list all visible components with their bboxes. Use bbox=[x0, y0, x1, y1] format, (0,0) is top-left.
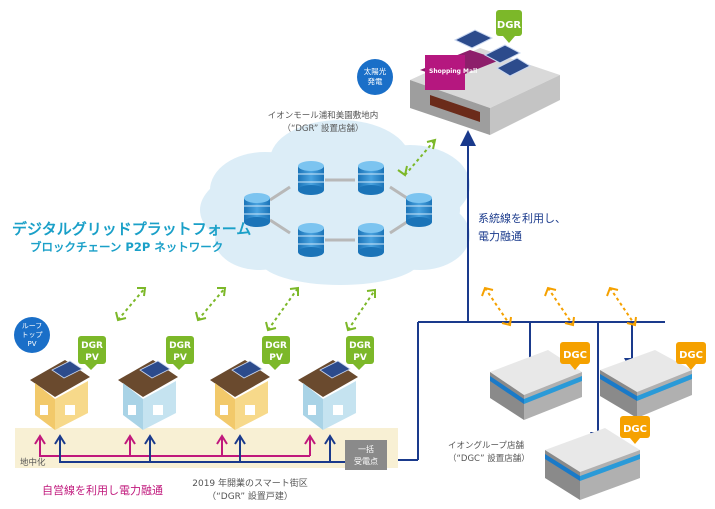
house-p2p-arrows bbox=[115, 286, 376, 332]
self-line-network bbox=[34, 434, 316, 457]
svg-text:PV: PV bbox=[27, 340, 36, 348]
svg-text:DGR: DGR bbox=[265, 341, 287, 351]
db-node-2 bbox=[298, 161, 324, 195]
house-grid-line bbox=[54, 434, 345, 463]
db-node-6 bbox=[358, 223, 384, 257]
svg-text:DGR: DGR bbox=[497, 20, 522, 31]
house-3 bbox=[210, 360, 270, 430]
platform-title: デジタルグリッドプラットフォーム bbox=[12, 220, 251, 238]
receiving-point: 一括 受電点 bbox=[345, 440, 387, 470]
house-2 bbox=[118, 360, 178, 430]
store-3-dgc-badge: DGC bbox=[620, 416, 650, 444]
svg-text:PV: PV bbox=[353, 353, 367, 363]
mall-dgr-badge: DGR bbox=[496, 10, 522, 43]
store-3 bbox=[545, 428, 640, 500]
grid-lines bbox=[390, 130, 665, 461]
house-1 bbox=[30, 360, 90, 430]
svg-text:トップ: トップ bbox=[22, 331, 43, 339]
mall-caption-line1: イオンモール浦和美園敷地内 bbox=[268, 110, 379, 121]
svg-text:DGR: DGR bbox=[169, 341, 191, 351]
svg-text:太陽光: 太陽光 bbox=[364, 66, 387, 76]
svg-text:DGR: DGR bbox=[349, 341, 371, 351]
store-1 bbox=[490, 350, 582, 420]
store-1-dgc-badge: DGC bbox=[560, 342, 590, 370]
db-node-4 bbox=[406, 193, 432, 227]
store-2 bbox=[600, 350, 692, 418]
svg-text:PV: PV bbox=[173, 353, 187, 363]
db-node-5 bbox=[298, 223, 324, 257]
store-2-dgc-badge: DGC bbox=[676, 342, 706, 370]
stores-caption-line2: （“DGC” 設置店舗） bbox=[448, 453, 530, 464]
grid-note-line2: 電力融通 bbox=[478, 230, 522, 243]
store-p2p-arrows bbox=[481, 286, 637, 327]
svg-text:PV: PV bbox=[85, 353, 99, 363]
svg-text:発電: 発電 bbox=[368, 77, 383, 86]
svg-text:DGC: DGC bbox=[563, 350, 587, 361]
svg-text:DGR: DGR bbox=[81, 341, 103, 351]
house-4-dgr-pv-badge: DGR PV bbox=[346, 336, 374, 370]
db-node-1 bbox=[244, 193, 270, 227]
svg-text:DGC: DGC bbox=[623, 424, 647, 435]
mall-sign: Shopping Mall bbox=[429, 68, 477, 75]
self-line-label: 自営線を利用し電力融通 bbox=[42, 483, 163, 497]
svg-text:ルーフ: ルーフ bbox=[22, 322, 43, 330]
solar-bubble: 太陽光 発電 bbox=[357, 59, 393, 95]
house-2-dgr-pv-badge: DGR PV bbox=[166, 336, 194, 370]
svg-text:受電点: 受電点 bbox=[354, 456, 378, 466]
svg-text:一括: 一括 bbox=[358, 444, 374, 454]
mall-cloud-p2p-arrow bbox=[397, 138, 437, 177]
house-4 bbox=[298, 360, 358, 430]
mall-caption-line2: （“DGR” 設置店舗） bbox=[282, 123, 363, 134]
rooftop-pv-bubble: ルーフ トップ PV bbox=[14, 317, 50, 353]
svg-text:DGC: DGC bbox=[679, 350, 703, 361]
svg-text:PV: PV bbox=[269, 353, 283, 363]
stores-caption-line1: イオングループ店舗 bbox=[448, 440, 524, 451]
house-1-dgr-pv-badge: DGR PV bbox=[78, 336, 106, 370]
grid-note-line1: 系統線を利用し、 bbox=[478, 211, 566, 225]
shopping-mall-building bbox=[410, 29, 560, 135]
underground-label: 地中化 bbox=[20, 457, 46, 468]
platform-subtitle: ブロックチェーン P2P ネットワーク bbox=[30, 240, 223, 254]
houses-caption-line2: （“DGR” 設置戸建） bbox=[207, 490, 293, 502]
houses-caption-line1: 2019 年開業のスマート街区 bbox=[192, 477, 308, 489]
db-node-3 bbox=[358, 161, 384, 195]
house-3-dgr-pv-badge: DGR PV bbox=[262, 336, 290, 370]
